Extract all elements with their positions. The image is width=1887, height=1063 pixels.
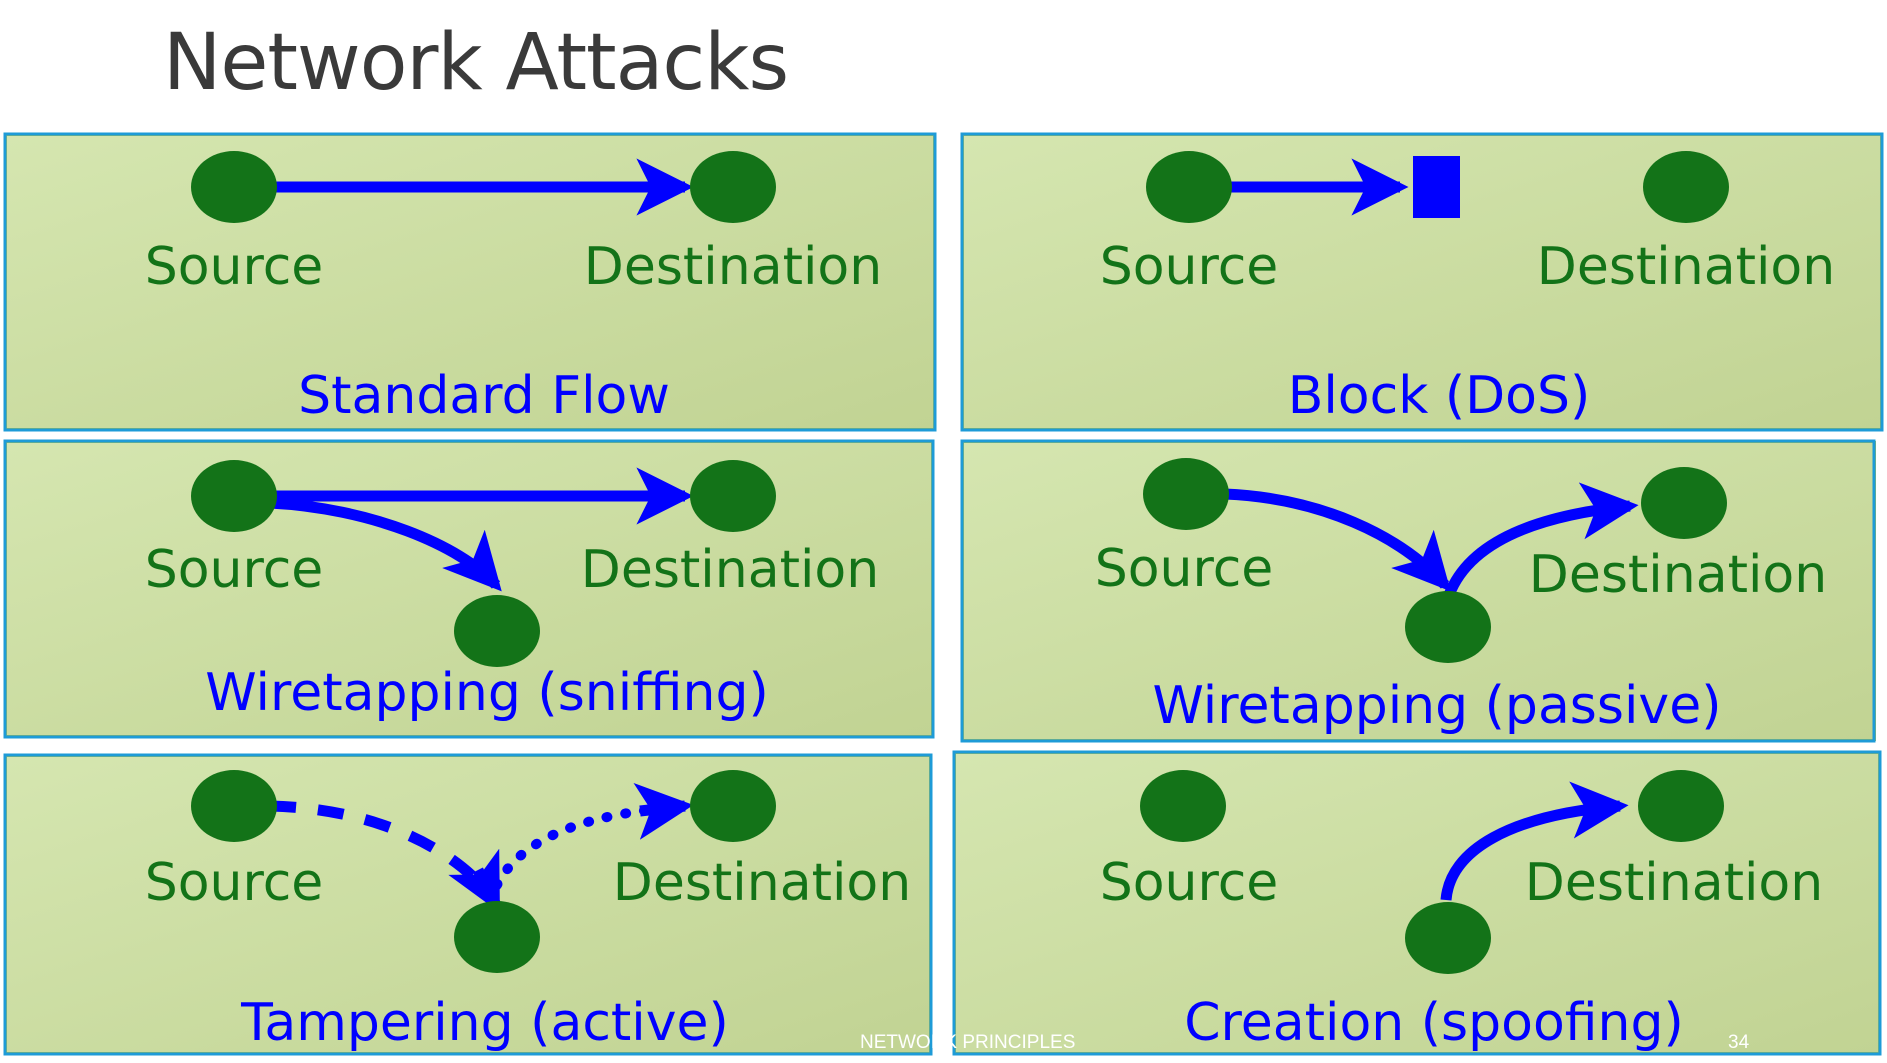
source-node [191, 460, 277, 532]
source-node [191, 151, 277, 223]
source-label: Source [1100, 853, 1279, 913]
tamper-node [454, 901, 540, 973]
source-node [1140, 770, 1226, 842]
slide-footer: NETWORK PRINCIPLES [860, 1032, 1075, 1053]
panel-wiretapping-sniffing: Source Destination Wiretapping (sniffing… [3, 439, 935, 739]
panel-border [960, 132, 1884, 432]
intercept-arrow [1224, 488, 1451, 592]
slide-title: Network Attacks [163, 18, 789, 108]
destination-label: Destination [613, 853, 911, 913]
dotted-forward-line [492, 805, 655, 890]
forward-arrow [1443, 482, 1639, 598]
spoofer-node [1405, 902, 1491, 974]
panel-creation-spoofing: Source Destination Creation (spoofing) [952, 750, 1882, 1056]
panel-border [3, 132, 937, 432]
block-barrier [1413, 156, 1460, 218]
source-node [191, 770, 277, 842]
panel-standard-flow: Source Destination Standard Flow [3, 132, 937, 432]
destination-node [1641, 467, 1727, 539]
spoof-arrow [1440, 781, 1629, 901]
source-label: Source [145, 540, 324, 600]
destination-label: Destination [584, 237, 882, 297]
source-label: Source [145, 853, 324, 913]
destination-node [690, 770, 776, 842]
source-label: Source [1095, 539, 1274, 599]
panel-caption: Standard Flow [298, 366, 670, 426]
panel-caption: Block (DoS) [1288, 366, 1591, 426]
panel-border [3, 439, 935, 739]
panel-border [952, 750, 1882, 1056]
interceptor-node [1405, 591, 1491, 663]
destination-node [1638, 770, 1724, 842]
destination-label: Destination [1529, 545, 1827, 605]
panel-caption: Creation (spoofing) [1184, 993, 1684, 1053]
destination-node [690, 460, 776, 532]
source-node [1146, 151, 1232, 223]
panel-caption: Tampering (active) [240, 993, 729, 1053]
destination-label: Destination [581, 540, 879, 600]
panel-background [954, 752, 1880, 1054]
page-number: 34 [1728, 1032, 1750, 1053]
destination-node [1643, 151, 1729, 223]
sniff-branch-arrow [269, 497, 502, 592]
panel-caption: Wiretapping (passive) [1152, 676, 1721, 736]
panel-block-dos: Source Destination Block (DoS) [960, 132, 1884, 432]
panel-border [960, 439, 1876, 743]
panel-tampering-active: Source Destination Tampering (active) [3, 753, 933, 1056]
panel-border [3, 753, 933, 1056]
panel-wiretapping-passive: Source Destination Wiretapping (passive) [960, 439, 1876, 743]
source-label: Source [1100, 237, 1279, 297]
destination-label: Destination [1525, 853, 1823, 913]
sniffer-node [454, 595, 540, 667]
intercept-arrowhead [448, 848, 501, 913]
destination-label: Destination [1537, 237, 1835, 297]
source-node [1143, 458, 1229, 530]
forward-arrowhead [633, 782, 694, 840]
destination-node [690, 151, 776, 223]
source-label: Source [145, 237, 324, 297]
panel-caption: Wiretapping (sniffing) [205, 663, 768, 723]
